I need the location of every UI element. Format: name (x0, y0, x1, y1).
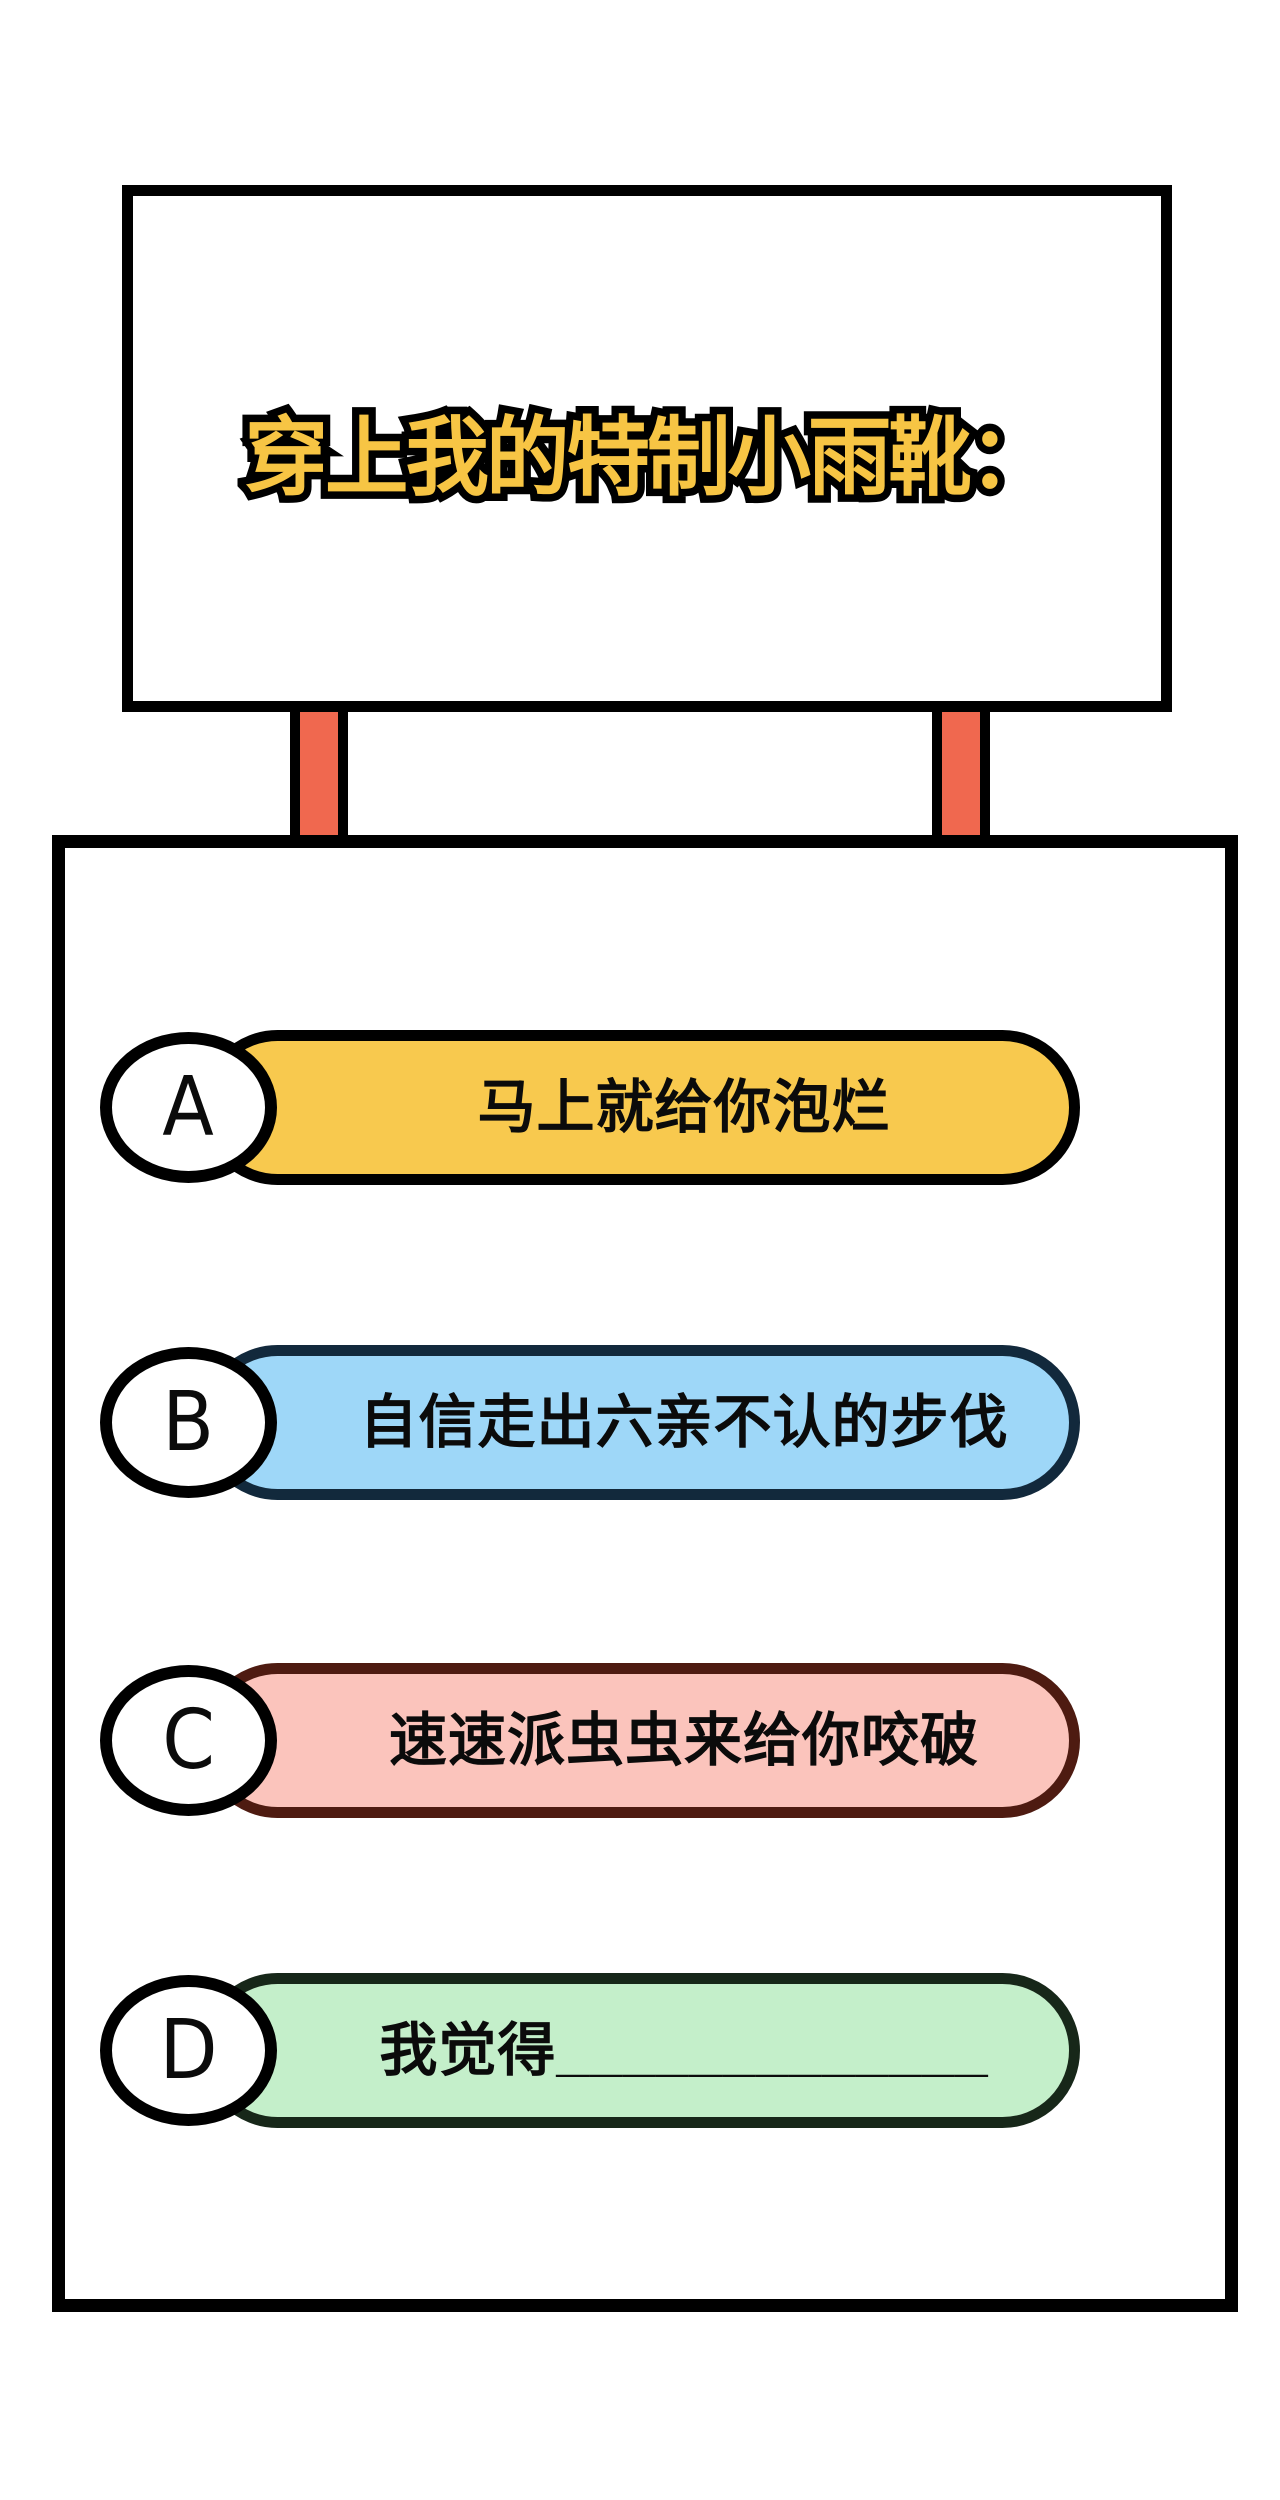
option-pill-d: 我觉得_____________ (200, 1973, 1080, 2128)
option-letter-badge-c: C (100, 1665, 277, 1816)
option-letter-badge-b: B (100, 1347, 277, 1498)
option-row-c[interactable]: 速速派虫虫来给你咬破 C (100, 1663, 1180, 1818)
sign-post-left (290, 700, 348, 845)
option-letter-c: C (162, 1692, 215, 1788)
sign-post-right (932, 700, 990, 845)
option-pill-c: 速速派虫虫来给你咬破 (200, 1663, 1080, 1818)
option-row-b[interactable]: 自信走出六亲不认的步伐 B (100, 1345, 1180, 1500)
option-letter-badge-d: D (100, 1975, 277, 2126)
option-pill-a: 马上就给你泡烂 (200, 1030, 1080, 1185)
question-title-outline: 穿上我的特制小雨靴： (237, 407, 1060, 508)
option-label-d: 我觉得_____________ (379, 2017, 989, 2083)
option-label-a: 马上就给你泡烂 (477, 1074, 891, 1140)
option-label-b: 自信走出六亲不认的步伐 (359, 1389, 1009, 1455)
option-row-a[interactable]: 马上就给你泡烂 A (100, 1030, 1180, 1185)
option-letter-a: A (162, 1059, 215, 1155)
option-pill-b: 自信走出六亲不认的步伐 (200, 1345, 1080, 1500)
option-label-c: 速速派虫虫来给你咬破 (388, 1707, 979, 1773)
question-title: 穿上我的特制小雨靴： 穿上我的特制小雨靴： (237, 407, 1060, 508)
option-row-d[interactable]: 我觉得_____________ D (100, 1973, 1180, 2128)
option-letter-b: B (162, 1374, 215, 1470)
question-sign-board: 穿上我的特制小雨靴： 穿上我的特制小雨靴： (122, 185, 1172, 712)
question-title-text: 穿上我的特制小雨靴： (244, 409, 1052, 506)
option-letter-d: D (159, 2002, 218, 2098)
option-letter-badge-a: A (100, 1032, 277, 1183)
